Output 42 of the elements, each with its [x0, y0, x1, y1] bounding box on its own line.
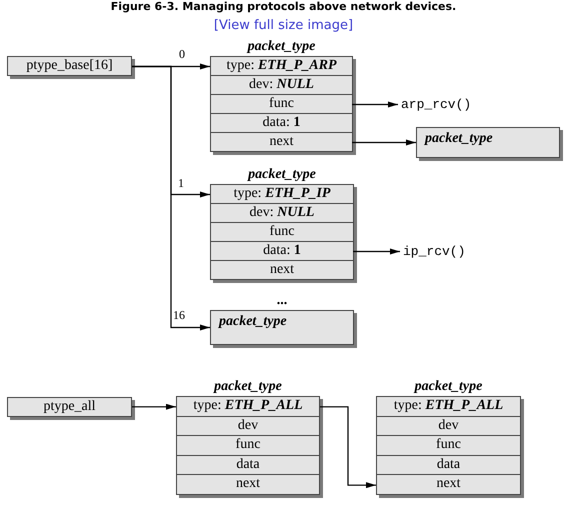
function-name: arp_rcv() [398, 96, 472, 112]
figure-title: Figure 6-3. Managing protocols above network devices. [110, 0, 458, 13]
struct-field: type: ETH_P_IP [211, 185, 353, 204]
arrow [352, 102, 398, 108]
struct-name: packet_type [246, 38, 316, 56]
struct-field: type: ETH_P_ARP [211, 57, 352, 76]
struct-field: dev: NULL [211, 76, 352, 95]
struct-field: type: ETH_P_ALL [377, 397, 520, 417]
struct-field: dev [377, 416, 520, 436]
struct-field: dev: NULL [211, 204, 353, 223]
arrow [132, 66, 210, 330]
struct-field: type: ETH_P_ALL [177, 397, 319, 417]
struct-field: func [177, 436, 319, 456]
struct-name: packet_type [246, 166, 317, 184]
view-image-link: [View full size image] [214, 18, 354, 33]
arrow [320, 406, 376, 488]
struct-field: data [377, 456, 520, 476]
arrow [353, 248, 400, 254]
ellipsis: ... [276, 293, 288, 308]
pointer-variable-box: ptype_base[16] [7, 56, 132, 76]
struct-field: func [211, 95, 352, 114]
struct-box: packet_type [416, 127, 560, 158]
struct-field: data: 1 [211, 114, 352, 133]
struct-field: dev [177, 416, 319, 436]
struct-field: next [211, 133, 352, 152]
struct-field: func [377, 436, 520, 456]
arrow [352, 140, 416, 146]
struct-field: func [211, 223, 353, 242]
pointer-variable-box: ptype_all [7, 397, 132, 417]
arrow [132, 404, 176, 410]
struct-box: packet_type [210, 310, 354, 345]
struct-name: packet_type [212, 378, 283, 396]
function-name: ip_rcv() [400, 244, 466, 260]
edge-label: 16 [172, 309, 186, 322]
struct-field: data: 1 [211, 242, 353, 261]
struct-name: packet_type [412, 378, 484, 396]
edge-label: 0 [178, 48, 186, 61]
struct-field: next [177, 475, 319, 495]
edge-label: 1 [177, 177, 185, 190]
struct-field: data [177, 456, 319, 476]
struct-field: next [377, 475, 520, 495]
struct-field: next [211, 261, 353, 280]
